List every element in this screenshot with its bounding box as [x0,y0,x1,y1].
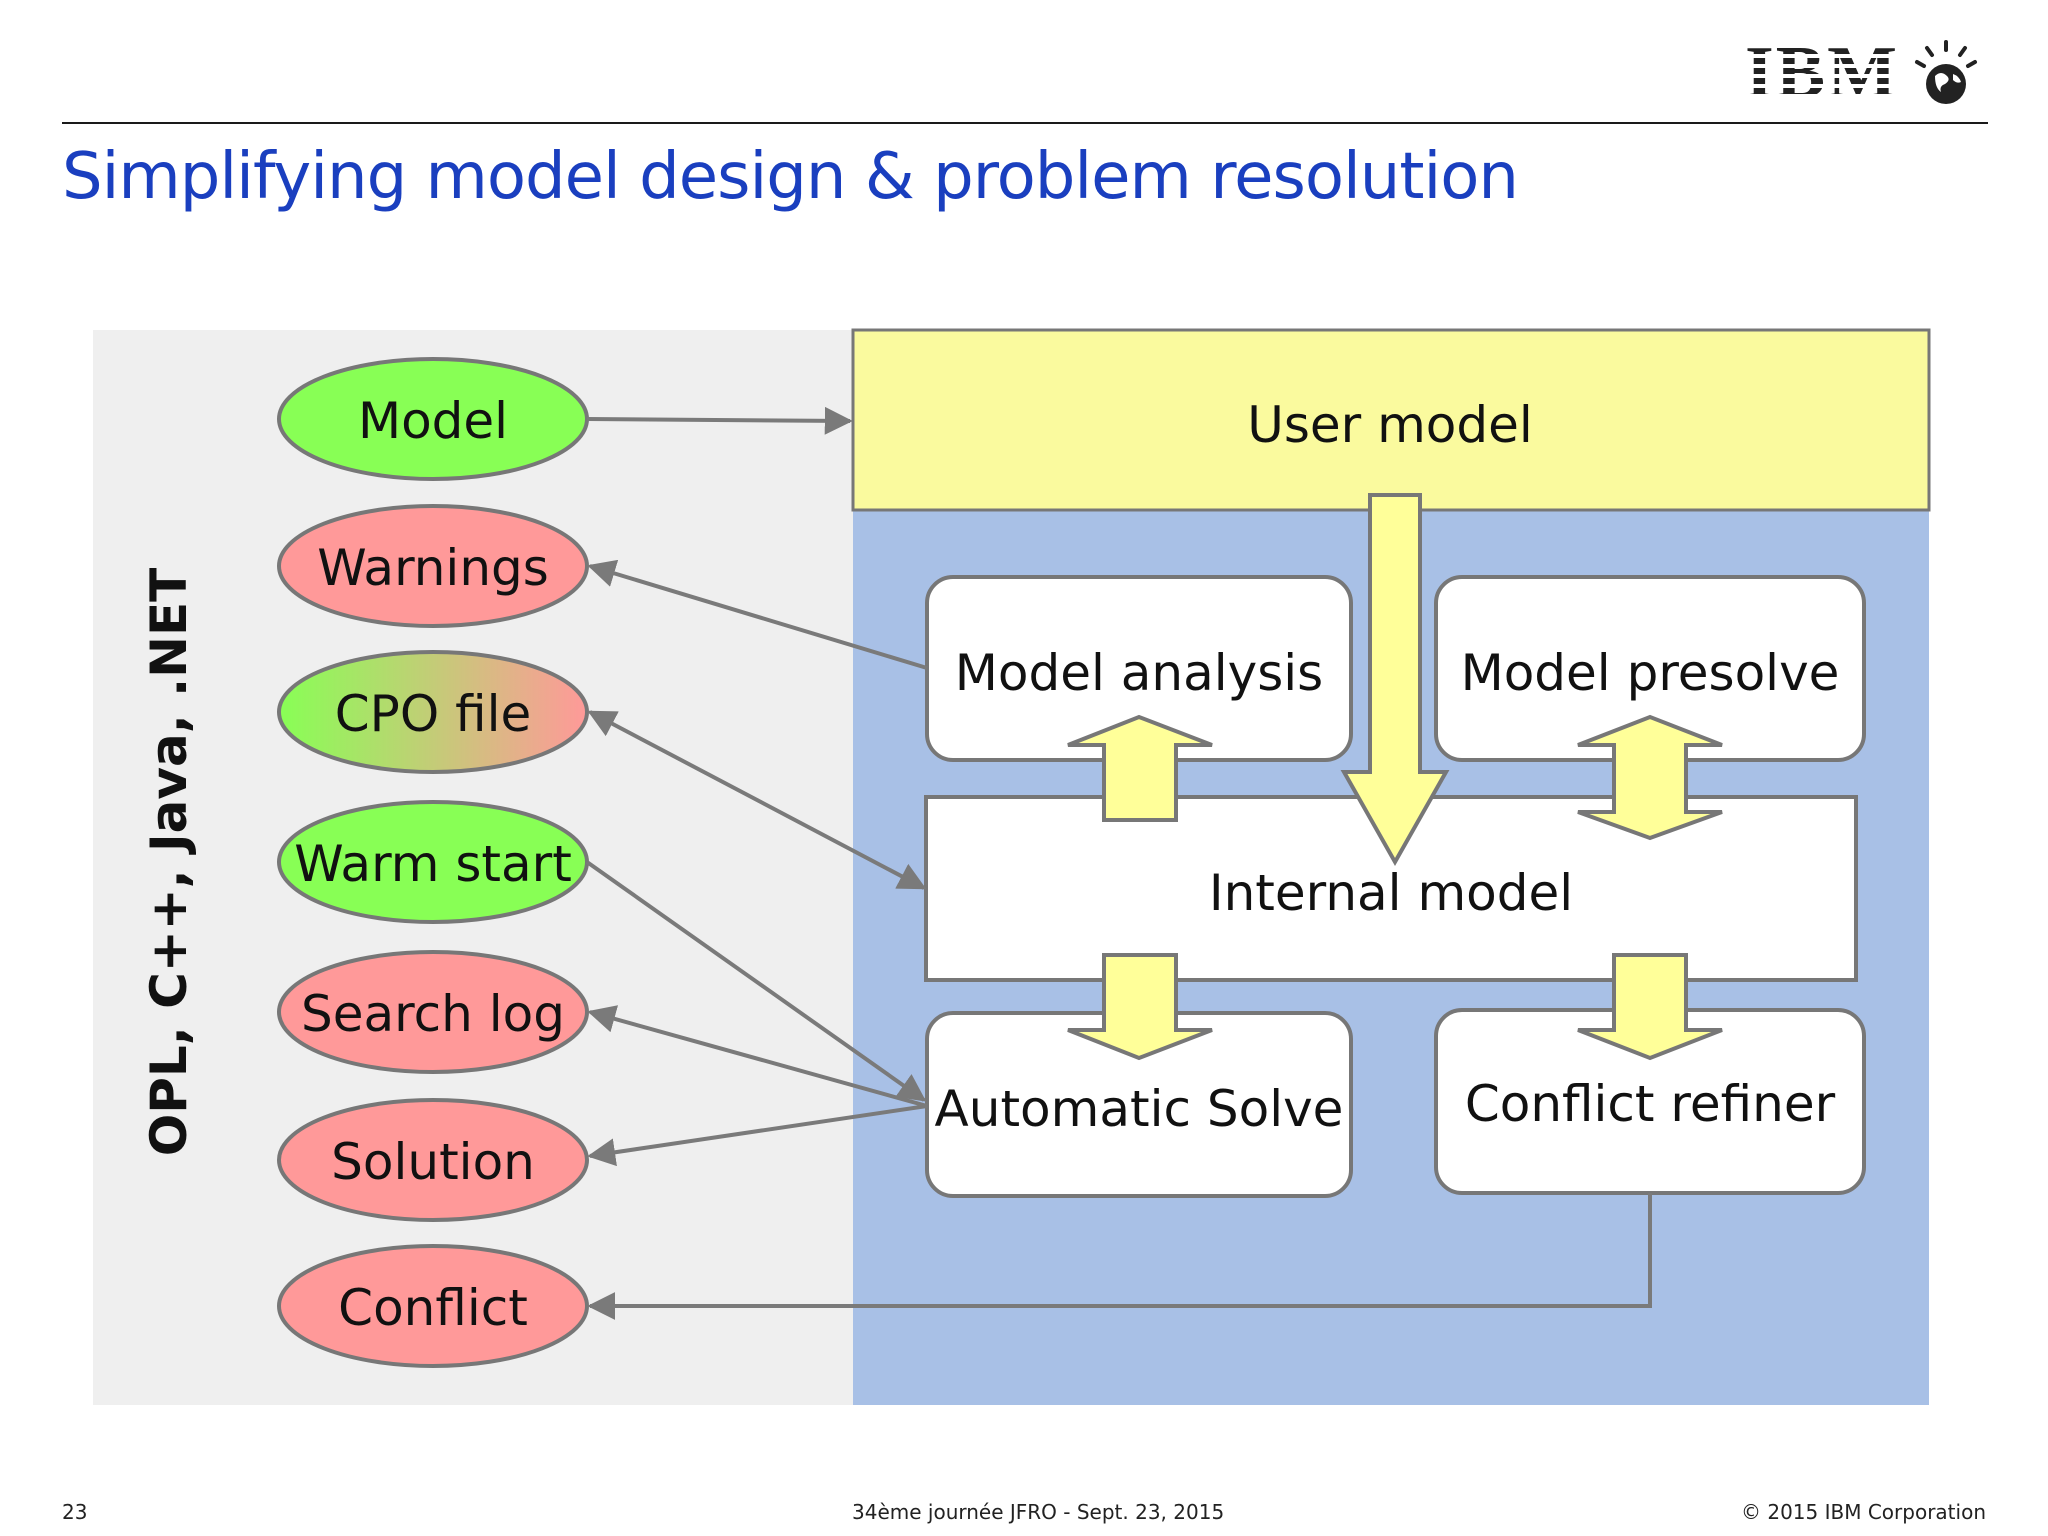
oval-model-label: Model [358,392,508,450]
oval-warm-start-label: Warm start [294,835,572,893]
user-model-box [851,328,1931,512]
oval-cpo-file: CPO file [277,650,589,774]
oval-warm-start: Warm start [277,800,589,924]
slide-title: Simplifying model design & problem resol… [62,140,1519,214]
languages-label: OPL, C++, Java, .NET [140,568,198,1156]
model-analysis-label: Model analysis [955,644,1323,702]
internal-to-refiner-arrow [1577,953,1723,1061]
automatic-solve-label: Automatic Solve [935,1080,1344,1138]
cpo-internal-connector [587,710,927,890]
analysis-up-arrow [1067,714,1213,822]
solve-to-searchlog-connector [587,1005,928,1108]
oval-search-log-label: Search log [301,985,565,1043]
model-presolve-label: Model presolve [1461,644,1840,702]
conflict-refiner-box: Conflict refiner [1434,1008,1866,1195]
user-to-internal-arrow [1340,493,1450,867]
oval-warnings: Warnings [277,504,589,628]
oval-conflict: Conflict [277,1244,589,1368]
globe-icon [1915,40,1977,104]
analysis-to-warnings-connector [587,559,928,670]
oval-search-log: Search log [277,950,589,1074]
header-rule [62,122,1988,124]
oval-warnings-label: Warnings [317,539,549,597]
conflict-refiner-label: Conflict refiner [1465,1075,1836,1133]
event-footer: 34ème journée JFRO - Sept. 23, 2015 [852,1500,1225,1524]
ibm-wordmark: IBM [1745,32,1899,114]
presolve-double-arrow [1577,714,1723,841]
model-analysis-box: Model analysis [925,575,1353,762]
page-number: 23 [62,1500,88,1524]
oval-model: Model [277,357,589,481]
warmstart-to-solve-connector [585,860,927,1102]
oval-solution: Solution [277,1098,589,1222]
internal-to-solve-arrow [1067,953,1213,1061]
copyright-footer: © 2015 IBM Corporation [1741,1500,1986,1524]
solve-to-solution-connector [587,1104,928,1167]
model-presolve-box: Model presolve [1434,575,1866,762]
model-to-user-connector [586,406,853,435]
ibm-logo: IBM [1745,32,1985,114]
oval-cpo-file-label: CPO file [335,685,531,743]
refiner-to-conflict-connector [587,1193,1652,1320]
user-model-label: User model [1247,396,1533,454]
internal-model-label: Internal model [1209,864,1573,922]
oval-solution-label: Solution [331,1133,535,1191]
oval-conflict-label: Conflict [338,1279,528,1337]
